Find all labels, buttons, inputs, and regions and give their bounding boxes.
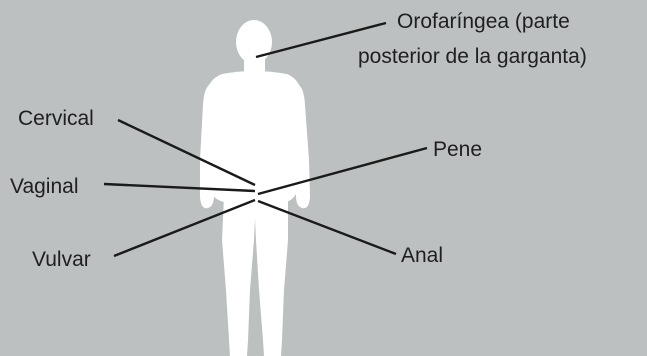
label-anal: Anal: [401, 244, 443, 268]
label-vaginal: Vaginal: [10, 175, 79, 199]
label-pene: Pene: [433, 138, 482, 162]
right-leg-shape: [254, 196, 288, 356]
label-vulvar: Vulvar: [32, 248, 91, 272]
label-orofaringea-line1: Orofaríngea (parte: [397, 10, 570, 34]
label-cervical: Cervical: [18, 107, 94, 131]
left-leg-shape: [222, 196, 256, 356]
torso-shape: [206, 71, 302, 202]
label-orofaringea-line2: posterior de la garganta): [358, 45, 587, 69]
